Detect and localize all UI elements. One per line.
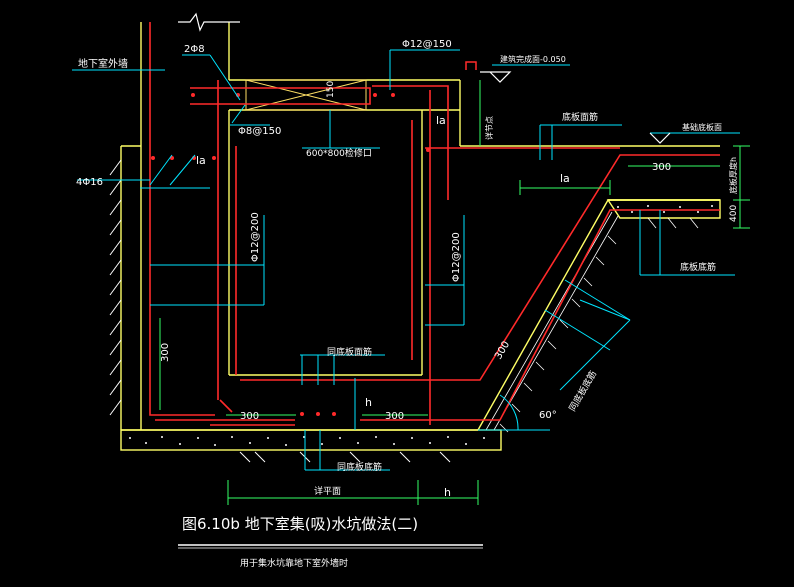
bedding-layer-right — [606, 199, 721, 219]
label-la-left: la — [196, 154, 206, 167]
label-300-top: 300 — [652, 162, 671, 173]
slope-hatch — [485, 211, 699, 433]
label-same-slab-bottom: 同底板底筋 — [337, 461, 382, 473]
label-same-slab-top: 同底板面筋 — [327, 346, 372, 358]
rebar — [149, 22, 720, 426]
label-300-bottom-left: 300 — [240, 411, 259, 422]
figure-note: 用于集水坑靠地下室外墙时 — [240, 557, 348, 569]
label-slab-bottom-rebar: 底板底筋 — [680, 261, 716, 273]
label-la-top: la — [436, 114, 446, 127]
label-phi8-150: Φ8@150 — [238, 126, 281, 137]
angle-arc — [499, 394, 519, 431]
bedding-layer — [120, 429, 502, 451]
cover-slab-end-rebar — [372, 85, 449, 200]
dimension-lines — [159, 80, 750, 505]
rebar-hook — [219, 399, 233, 413]
label-slab-thickness: 底板厚度h — [728, 157, 738, 194]
soil-hatch-bottom — [239, 451, 451, 463]
label-h-bottom: h — [444, 486, 451, 499]
access-opening-cross — [245, 79, 367, 111]
label-phi12-200-left: Φ12@200 — [250, 212, 261, 262]
label-base-level: 基础底板面 — [682, 122, 722, 132]
label-phi12-150: Φ12@150 — [402, 39, 452, 50]
vent-fitting — [465, 61, 477, 70]
label-h-center: h — [365, 396, 372, 409]
cover-slab-rebar — [190, 87, 371, 105]
label-300-bottom-right: 300 — [385, 411, 404, 422]
wall-outer-rebar — [149, 22, 215, 416]
leader-lines — [72, 49, 740, 471]
break-mark — [178, 12, 240, 32]
label-150: 150 — [326, 81, 336, 98]
pit-bottom-rebar-right — [360, 209, 720, 421]
elevation-mark-slab — [649, 132, 671, 144]
label-detail-plan: 详平面 — [314, 485, 341, 497]
pit-slope-face — [477, 199, 609, 431]
label-2phi8: 2Φ8 — [184, 44, 205, 55]
label-4phi16: 4Φ16 — [76, 177, 103, 188]
soil-hatch-left — [109, 159, 122, 416]
label-building-elevation: 建筑完成面-0.050 — [500, 54, 566, 64]
label-400: 400 — [729, 205, 739, 222]
label-la-right: la — [560, 172, 570, 185]
label-same-slab-bottom-sloped: 同底板底筋 — [566, 369, 599, 414]
label-angle-60: 60° — [539, 410, 557, 421]
figure-title: 图6.10b 地下室集(吸)水坑做法(二) — [182, 515, 418, 533]
label-phi12-200-right: Φ12@200 — [451, 232, 462, 282]
pit-top-rebar — [240, 154, 720, 381]
label-detail-level: 详节点 — [484, 116, 494, 140]
elevation-mark-top — [480, 71, 512, 83]
gravel-pattern — [129, 205, 713, 446]
label-outer-wall: 地下室外墙 — [78, 57, 128, 70]
label-300-vertical: 300 — [160, 343, 171, 362]
label-access-hatch: 600*800检修口 — [306, 147, 372, 159]
label-slab-top-rebar: 底板面筋 — [562, 111, 598, 123]
rebar-dots — [151, 93, 430, 416]
label-300-slope: 300 — [493, 339, 512, 361]
